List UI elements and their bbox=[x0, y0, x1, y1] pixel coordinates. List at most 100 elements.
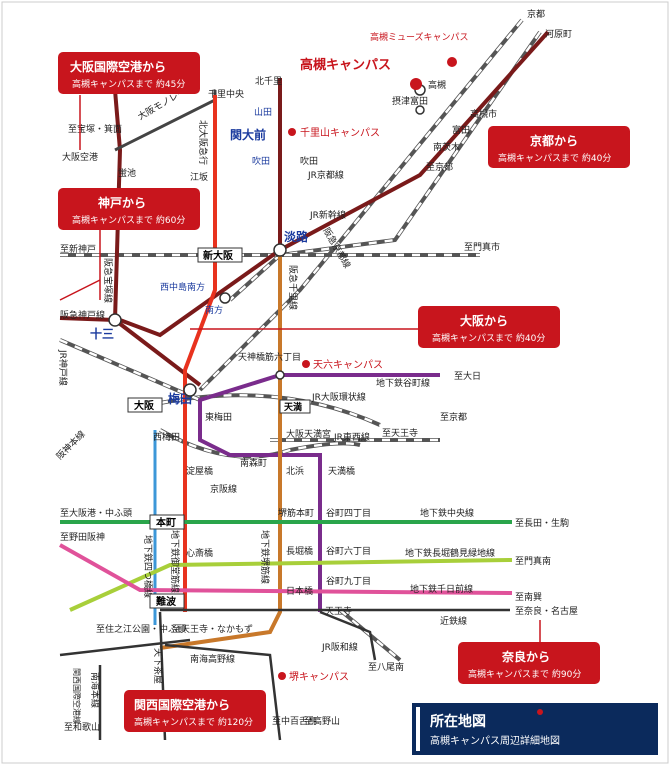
label-nippombashi: 日本橋 bbox=[286, 585, 313, 597]
label-yamada: 山田 bbox=[254, 107, 272, 118]
label-jrkyoto: JR京都線 bbox=[307, 169, 344, 181]
label-kankuline: 関西国際空港線 bbox=[72, 668, 82, 724]
dot-senriyama bbox=[288, 128, 296, 136]
label-nagahoribashi: 長堀橋 bbox=[286, 545, 313, 557]
label-jrkobe: JR神戸線 bbox=[57, 349, 69, 386]
label-muse: 高槻ミューズキャンパス bbox=[370, 31, 469, 43]
label-minamimorimachi: 南森町 bbox=[240, 457, 267, 469]
label-shikoyasan: 至高野山 bbox=[304, 715, 340, 727]
label-shiosakako: 至大阪港・中ふ頭 bbox=[60, 507, 132, 519]
label-higashiumeda: 東梅田 bbox=[205, 411, 232, 423]
label-shitennoji: 至天王寺・なかもず bbox=[172, 624, 253, 635]
callout-kyoto-title: 京都から bbox=[530, 133, 578, 148]
label-tanimachi6: 谷町六丁目 bbox=[326, 545, 371, 557]
legend-pin-icon bbox=[537, 709, 543, 715]
dot-sakai bbox=[278, 672, 286, 680]
label-shiamanjiki: 至天王寺 bbox=[382, 428, 418, 439]
label-shiosaka-jr: 至大日 bbox=[454, 370, 481, 382]
label-jrosakaloop: JR大阪環状線 bbox=[311, 391, 366, 403]
label-kitaosakakyuko: 北大阪急行 bbox=[197, 120, 209, 165]
label-shisuminoe: 至住之江公園・中ふ頭 bbox=[96, 623, 186, 635]
label-shiminamitatsumi: 至南巽 bbox=[515, 591, 542, 603]
dot-muse bbox=[447, 57, 457, 67]
label-tanimachi4: 谷町四丁目 bbox=[326, 508, 371, 519]
label-jrshinkansen: JR新幹線 bbox=[309, 209, 346, 221]
label-nishiumeda: 西梅田 bbox=[153, 431, 180, 443]
label-shiwakayama: 至和歌山 bbox=[64, 721, 100, 733]
label-takatsuki-campus: 高槻キャンパス bbox=[300, 57, 391, 73]
label-shiyao: 至八尾南 bbox=[368, 661, 404, 673]
label-takatsukishi: 高槻市 bbox=[470, 108, 497, 120]
dot-takatsuki-campus bbox=[410, 78, 422, 90]
label-osaka: 大阪 bbox=[134, 399, 155, 412]
callout-kansai-sub: 高槻キャンパスまで 約120分 bbox=[134, 716, 253, 728]
label-sakaisuji: 堺筋本町 bbox=[278, 507, 314, 519]
nagahori-line bbox=[69, 558, 513, 612]
callout-nara bbox=[458, 642, 600, 684]
label-minamikata: 南方 bbox=[205, 304, 223, 316]
label-shinoda: 至野田阪神 bbox=[60, 531, 105, 543]
label-yodoyabashi: 淀屋橋 bbox=[186, 465, 213, 477]
label-nishinakajima: 西中島南方 bbox=[160, 281, 205, 293]
label-nankaikoya: 南海高野線 bbox=[190, 653, 235, 665]
callout-nara-sub: 高槻キャンパスまで 約90分 bbox=[468, 668, 581, 680]
label-tengachaya: 天下茶屋 bbox=[152, 648, 164, 684]
callout-itami-sub: 高槻キャンパスまで 約45分 bbox=[72, 78, 185, 90]
label-jrhanwa: JR阪和線 bbox=[321, 641, 358, 653]
station-minamikata bbox=[219, 292, 231, 304]
label-shikyoto1: 至京都 bbox=[426, 161, 453, 173]
callout-osaka-title: 大阪から bbox=[460, 313, 508, 328]
sennichimae-line bbox=[59, 543, 513, 595]
callout-kobe-sub: 高槻キャンパスまで 約60分 bbox=[72, 214, 185, 226]
label-sennichimae: 地下鉄千日前線 bbox=[410, 583, 473, 595]
callout-kansai-title: 関西国際空港から bbox=[134, 697, 230, 712]
station-umeda bbox=[183, 383, 197, 397]
callout-kobe bbox=[58, 188, 200, 230]
label-shimozu: 至中百舌鳥 bbox=[272, 715, 317, 727]
label-tennoji: 天王寺 bbox=[325, 606, 352, 617]
label-tanimachi9: 谷町九丁目 bbox=[326, 576, 371, 587]
label-kandaimae: 関大前 bbox=[230, 127, 266, 142]
callout-nara-title: 奈良から bbox=[501, 649, 550, 664]
label-awaji: 淡路 bbox=[284, 229, 309, 244]
nankai-lines bbox=[59, 608, 510, 741]
label-osakaairport: 大阪空港 bbox=[62, 151, 98, 163]
label-chuosen: 地下鉄中央線 bbox=[420, 507, 474, 519]
label-temmabashi: 天満橋 bbox=[328, 465, 355, 477]
legend-box bbox=[412, 703, 658, 755]
station-settsutonda bbox=[415, 105, 425, 115]
label-keihan: 京阪線 bbox=[210, 483, 237, 495]
station-awaji bbox=[273, 243, 287, 257]
label-midosuji: 地下鉄御堂筋線 bbox=[169, 530, 181, 593]
label-shimonshinden: 至門真市 bbox=[464, 241, 500, 253]
label-shimonmasa: 至門真南 bbox=[515, 555, 551, 567]
callout-kyoto-sub: 高槻キャンパスまで 約40分 bbox=[498, 152, 611, 164]
label-tenroku: 天六キャンパス bbox=[313, 359, 383, 371]
jr-lines bbox=[59, 18, 542, 662]
sakaisuji-line bbox=[159, 255, 282, 650]
label-kyoto: 京都 bbox=[527, 8, 545, 20]
label-shishinkobe: 至新神戸 bbox=[60, 243, 96, 255]
station-tenjinbashi bbox=[275, 370, 285, 380]
label-kawaramachi: 河原町 bbox=[545, 28, 572, 40]
label-osakatemmangu: 大阪天満宮 bbox=[286, 428, 331, 440]
label-sakai: 堺キャンパス bbox=[289, 671, 349, 683]
label-shinara: 至奈良・名古屋 bbox=[515, 605, 578, 617]
label-kintetsu: 近鉄線 bbox=[440, 615, 467, 627]
label-kitasenri: 北千里 bbox=[255, 76, 282, 87]
label-takatsuki: 高槻 bbox=[428, 79, 446, 91]
label-suita-h: 吹田 bbox=[252, 155, 270, 167]
callout-itami bbox=[58, 52, 200, 94]
callout-kyoto bbox=[488, 126, 630, 168]
callout-kobe-title: 神戸から bbox=[98, 195, 146, 210]
callout-osaka bbox=[418, 306, 560, 348]
midosuji-line bbox=[183, 95, 217, 612]
callout-osaka-sub: 高槻キャンパスまで 約40分 bbox=[432, 332, 545, 344]
label-senriyama: 千里山キャンパス bbox=[300, 127, 380, 139]
box-honmachi bbox=[149, 514, 185, 530]
label-esaka: 江坂 bbox=[190, 172, 208, 183]
label-hankyutakarazuka: 阪急宝塚線 bbox=[102, 258, 114, 303]
label-sakaisujisen: 地下鉄堺筋線 bbox=[259, 530, 271, 584]
